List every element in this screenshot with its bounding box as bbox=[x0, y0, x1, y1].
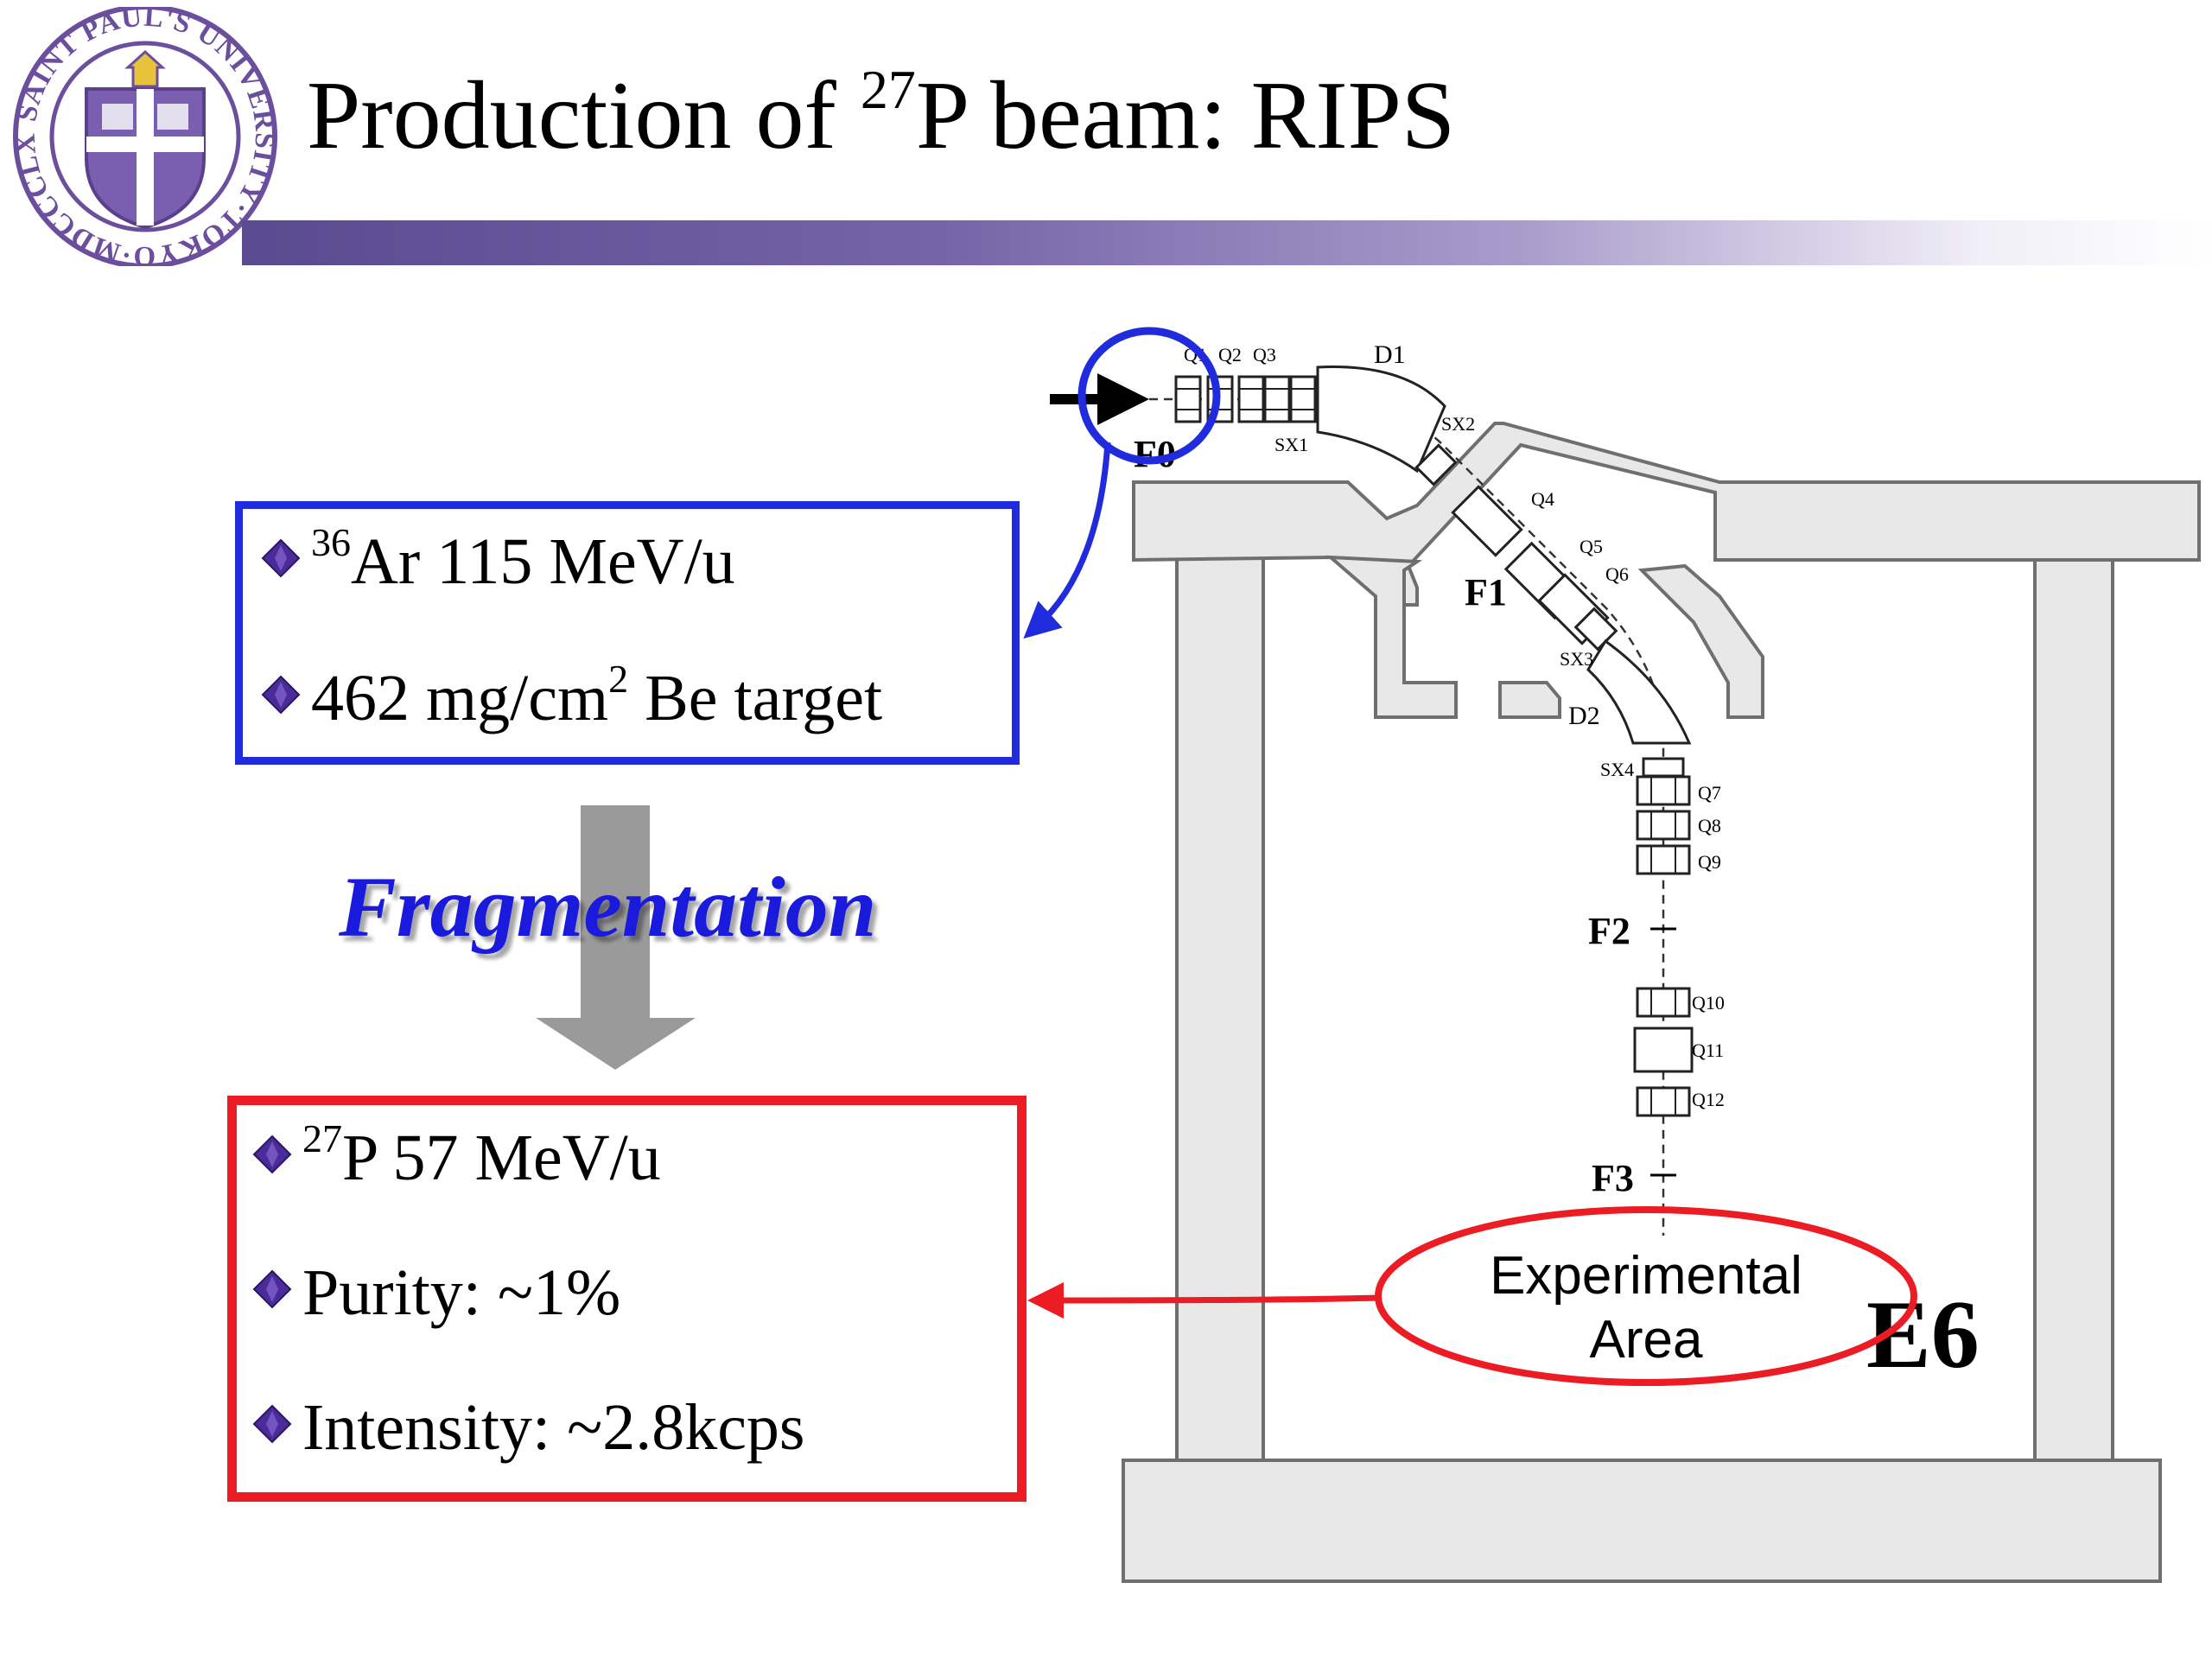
title-prefix: Production of bbox=[307, 62, 861, 169]
primary-beam-mass: 36 bbox=[311, 520, 351, 564]
label-d1: D1 bbox=[1374, 340, 1406, 369]
secondary-item-beam: 27P 57 MeV/u bbox=[252, 1119, 661, 1194]
diamond-bullet-icon bbox=[252, 1269, 292, 1309]
right-wall bbox=[2033, 556, 2114, 1462]
fragmentation-label: Fragmentation bbox=[339, 859, 877, 955]
shield-right-leg bbox=[1637, 563, 1764, 719]
target-to-primary-arrow bbox=[1023, 442, 1111, 639]
building-walls bbox=[1122, 422, 2201, 1583]
shield-left-leg bbox=[1325, 555, 1458, 719]
label-d2: D2 bbox=[1568, 702, 1600, 730]
primary-beam-box bbox=[235, 501, 1020, 765]
label-q11: Q11 bbox=[1692, 1039, 1724, 1061]
title-suffix: P beam: RIPS bbox=[915, 62, 1456, 169]
label-q8: Q8 bbox=[1698, 815, 1721, 836]
university-logo: SAINT PAUL'S UNIVERSITY·TOKYO·MDCCCLXXIV… bbox=[7, 7, 279, 266]
focal-plane-f2: F2 bbox=[1588, 910, 1630, 952]
quadrupole-triplet-f2 bbox=[1636, 757, 1691, 875]
secondary-item-purity: Purity: ~1% bbox=[252, 1260, 620, 1325]
secondary-beam-text: P 57 MeV/u bbox=[342, 1122, 661, 1194]
label-q9: Q9 bbox=[1698, 851, 1721, 873]
title-mass-number: 27 bbox=[860, 59, 916, 120]
label-sx3: SX3 bbox=[1560, 648, 1593, 670]
quadrupole-triplet-f3 bbox=[1633, 987, 1694, 1117]
target-highlight-circle bbox=[1077, 327, 1221, 465]
diamond-bullet-icon bbox=[261, 675, 301, 715]
label-q7: Q7 bbox=[1698, 782, 1721, 804]
label-q6: Q6 bbox=[1605, 563, 1629, 585]
quadrupole-triplet-f1 bbox=[1451, 485, 1618, 652]
diamond-bullet-icon bbox=[252, 1135, 292, 1174]
label-q5: Q5 bbox=[1580, 536, 1603, 557]
focal-plane-f3: F3 bbox=[1592, 1157, 1634, 1199]
diamond-bullet-icon bbox=[261, 538, 301, 578]
label-sx2: SX2 bbox=[1441, 413, 1475, 435]
label-q10: Q10 bbox=[1692, 992, 1725, 1014]
label-sx4: SX4 bbox=[1600, 759, 1634, 780]
experimental-area-line2: Area bbox=[1589, 1310, 1703, 1370]
primary-item-target: 462 mg/cm2 Be target bbox=[261, 659, 883, 734]
secondary-beam-box bbox=[227, 1096, 1027, 1502]
label-q2: Q2 bbox=[1218, 344, 1242, 365]
experimental-area-line1: Experimental bbox=[1490, 1246, 1802, 1306]
sextupole-sx2 bbox=[1414, 443, 1458, 486]
fragmentation-arrow bbox=[536, 805, 696, 1070]
intensity-text: Intensity: ~2.8kcps bbox=[302, 1391, 805, 1464]
floor-slab bbox=[1122, 1459, 2162, 1583]
diamond-bullet-icon bbox=[252, 1404, 292, 1444]
shield-block-d2 bbox=[1498, 681, 1561, 719]
dipole-d1 bbox=[1316, 365, 1446, 474]
experimental-area-label: Experimental Area bbox=[1426, 1244, 1866, 1373]
label-q12: Q12 bbox=[1692, 1089, 1725, 1110]
target-material: Be target bbox=[628, 662, 883, 734]
title-underline-bar bbox=[242, 220, 2212, 265]
quadrupole-triplet-f0 bbox=[1174, 375, 1317, 423]
label-q4: Q4 bbox=[1531, 488, 1554, 510]
area-to-secondary-arrow bbox=[1027, 1281, 1379, 1319]
primary-beam-text: Ar 115 MeV/u bbox=[351, 525, 735, 598]
dipole-d2 bbox=[1586, 639, 1692, 745]
experimental-area-ellipse bbox=[1375, 1206, 1917, 1386]
target-unit-exponent: 2 bbox=[608, 657, 629, 701]
secondary-beam-mass: 27 bbox=[302, 1116, 342, 1160]
label-q3: Q3 bbox=[1253, 344, 1276, 365]
purity-text: Purity: ~1% bbox=[302, 1256, 621, 1329]
secondary-item-intensity: Intensity: ~2.8kcps bbox=[252, 1395, 805, 1460]
primary-item-beam: 36Ar 115 MeV/u bbox=[261, 523, 735, 594]
focal-plane-f1: F1 bbox=[1465, 571, 1507, 613]
label-sx1: SX1 bbox=[1274, 434, 1308, 455]
slide-title: Production of 27P beam: RIPS bbox=[307, 59, 1456, 172]
target-thickness: 462 mg/cm bbox=[311, 662, 609, 734]
left-wall bbox=[1175, 556, 1265, 1462]
